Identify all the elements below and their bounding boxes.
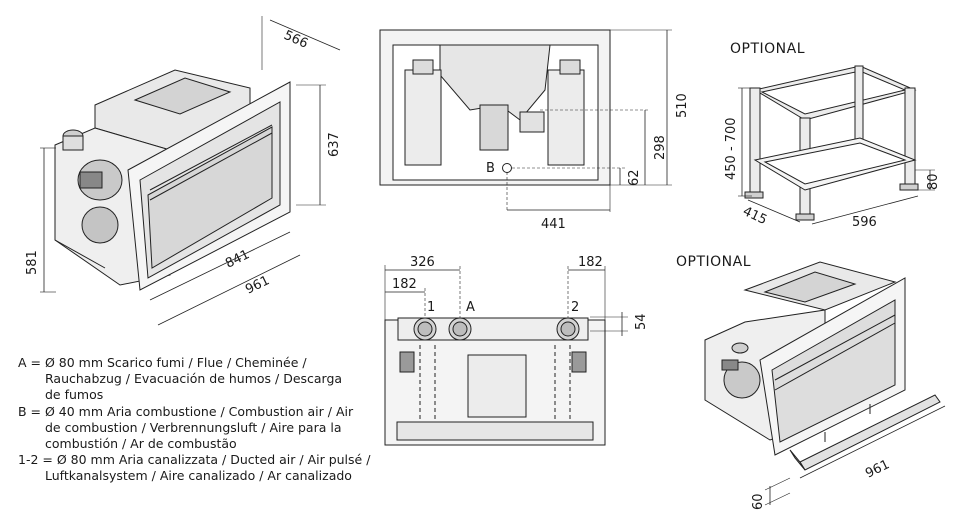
dim-326: 326: [410, 255, 435, 270]
optional-frame-kit-drawing: [704, 261, 946, 506]
dim-841: 841: [223, 247, 252, 271]
legend-a-line3: de fumos: [45, 387, 104, 403]
legend: A = Ø 80 mm Scarico fumi / Flue / Chemin…: [18, 355, 398, 485]
legend-b-line1: B = Ø 40 mm Aria combustione / Combustio…: [18, 403, 354, 419]
legend-c-line2: Luftkanalsystem / Aire canalizado / Ar c…: [45, 468, 352, 484]
legend-b-line3: combustión / Ar de combustão: [45, 436, 237, 452]
label-a: A: [466, 300, 475, 315]
dim-182-left: 182: [392, 277, 417, 292]
dim-961-kit: 961: [863, 457, 892, 481]
kit-optional-title: OPTIONAL: [676, 254, 751, 270]
legend-a-line1: A = Ø 80 mm Scarico fumi / Flue / Chemin…: [18, 355, 307, 370]
legend-a-line2: Rauchabzug / Evacuación de humos / Desca…: [45, 371, 343, 387]
label-2: 2: [571, 300, 579, 315]
label-1: 1: [427, 300, 435, 315]
dim-637: 637: [327, 132, 342, 157]
dim-961: 961: [243, 273, 272, 297]
dim-450-700: 450 - 700: [724, 117, 739, 180]
legend-b-line2: de combustion / Verbrennungsluft / Aire …: [45, 419, 342, 435]
dim-581: 581: [25, 250, 40, 275]
legend-c-line1: 1-2 = Ø 80 mm Aria canalizzata / Ducted …: [18, 452, 371, 468]
label-b: B: [486, 161, 495, 176]
dim-596: 596: [852, 215, 877, 230]
dim-566: 566: [281, 28, 310, 52]
dim-80: 80: [926, 173, 941, 190]
dim-62: 62: [627, 169, 642, 186]
stand-optional-title: OPTIONAL: [730, 41, 805, 57]
front-top-view: [384, 265, 628, 446]
top-view: [379, 29, 672, 212]
dim-182-right: 182: [578, 255, 603, 270]
dim-415: 415: [740, 204, 769, 228]
dim-60: 60: [751, 493, 766, 510]
optional-stand-drawing: [744, 65, 919, 221]
dim-510: 510: [675, 93, 690, 118]
dim-441: 441: [541, 217, 566, 232]
fireplace-isometric-view: [40, 16, 341, 326]
dim-298: 298: [653, 135, 668, 160]
dim-54: 54: [634, 313, 649, 330]
